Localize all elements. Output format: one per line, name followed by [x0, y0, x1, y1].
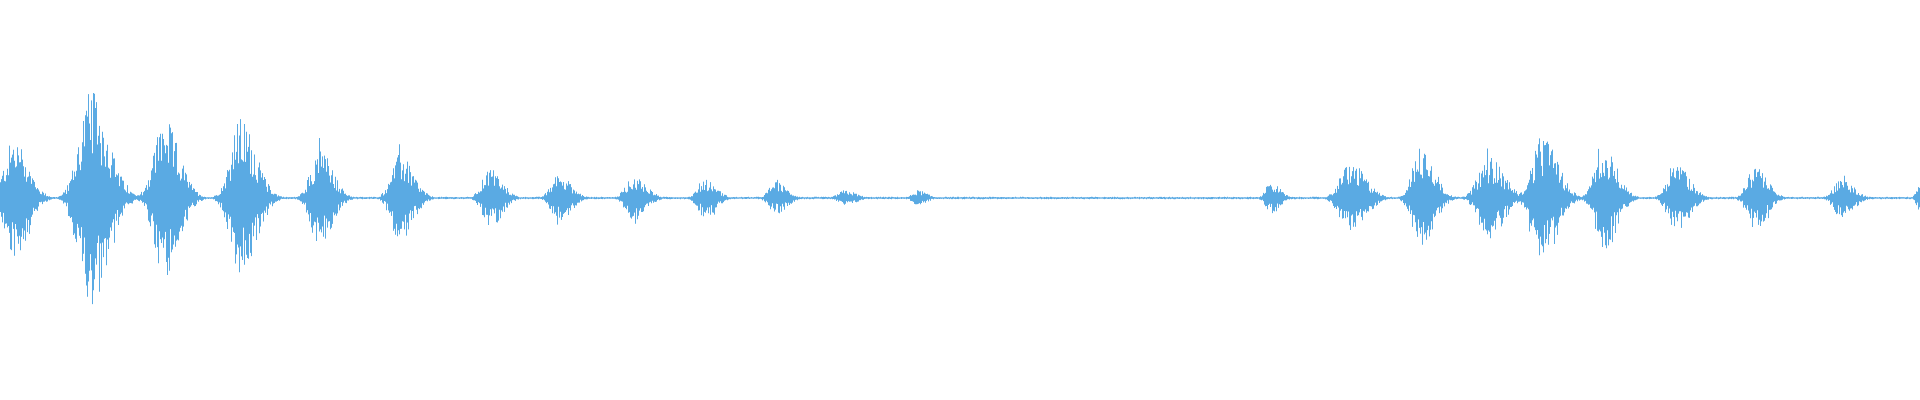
waveform-trace	[0, 93, 1920, 305]
waveform-path	[0, 93, 1920, 305]
